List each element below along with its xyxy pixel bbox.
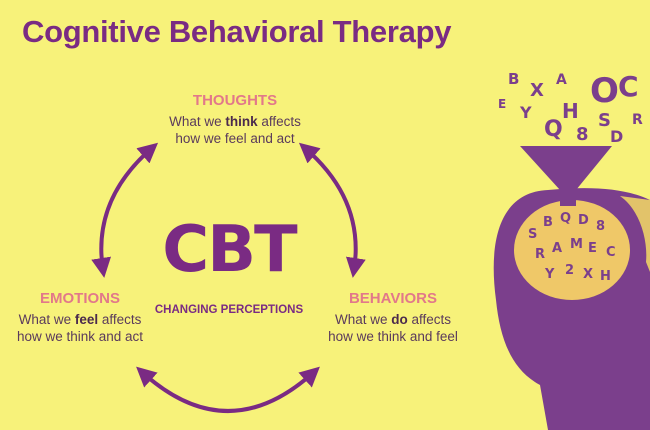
svg-text:E: E [498, 97, 506, 111]
node-emotions: EMOTIONS What we feel affects how we thi… [0, 290, 160, 345]
svg-text:2: 2 [565, 263, 574, 278]
page-title: Cognitive Behavioral Therapy [22, 14, 452, 49]
desc-text: What we [169, 114, 226, 129]
desc-text: affects [407, 312, 452, 327]
desc-text: how we think and feel [328, 329, 458, 344]
cbt-subtitle: CHANGING PERCEPTIONS [154, 304, 304, 316]
node-description: What we do affects how we think and feel [308, 311, 478, 345]
svg-text:D: D [578, 213, 589, 228]
cbt-center-label: CBT [162, 213, 297, 287]
svg-text:8: 8 [576, 124, 589, 145]
svg-text:S: S [528, 227, 537, 242]
node-thoughts: THOUGHTS What we think affects how we fe… [150, 92, 320, 147]
svg-text:Y: Y [544, 267, 555, 282]
node-heading: THOUGHTS [192, 92, 278, 109]
desc-keyword: think [225, 114, 258, 129]
svg-text:M: M [570, 237, 583, 252]
svg-text:S: S [598, 110, 611, 131]
svg-text:C: C [606, 245, 616, 260]
svg-text:A: A [556, 72, 567, 88]
arrow-thoughts-behaviors [298, 142, 366, 278]
svg-text:Q: Q [560, 211, 571, 226]
svg-text:R: R [632, 112, 643, 128]
svg-text:R: R [535, 247, 545, 262]
svg-text:H: H [600, 269, 611, 284]
svg-text:E: E [588, 241, 597, 256]
node-description: What we feel affects how we think and ac… [0, 311, 160, 345]
desc-keyword: feel [74, 312, 99, 327]
desc-text: how we think and act [16, 329, 144, 344]
node-behaviors: BEHAVIORS What we do affects how we thin… [308, 290, 478, 345]
funnel-icon [520, 146, 612, 206]
desc-text: What we [18, 312, 75, 327]
svg-text:X: X [583, 267, 593, 282]
svg-text:B: B [508, 70, 519, 88]
desc-text: affects [257, 114, 301, 129]
svg-text:O: O [590, 71, 619, 111]
svg-text:8: 8 [596, 219, 605, 234]
svg-text:A: A [552, 241, 562, 256]
svg-text:H: H [562, 99, 579, 123]
svg-text:Y: Y [519, 103, 532, 122]
arrow-emotions-behaviors [136, 366, 320, 413]
svg-text:B: B [543, 215, 553, 230]
node-description: What we think affects how we feel and ac… [150, 113, 320, 147]
svg-text:D: D [610, 127, 623, 146]
svg-text:Q: Q [544, 117, 563, 142]
desc-text: What we [334, 312, 392, 327]
desc-text: affects [98, 312, 142, 327]
node-heading: EMOTIONS [39, 290, 120, 307]
desc-keyword: do [391, 312, 408, 327]
desc-text: how we feel and act [175, 131, 295, 146]
node-heading: BEHAVIORS [348, 290, 438, 307]
svg-text:X: X [530, 80, 544, 101]
arrow-thoughts-emotions [91, 142, 159, 278]
svg-text:C: C [618, 70, 639, 103]
brain-icon [514, 200, 630, 300]
